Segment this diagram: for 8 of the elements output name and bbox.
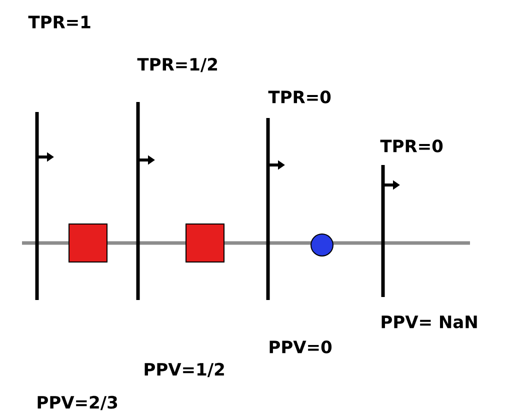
threshold-label: TPR=0 bbox=[268, 90, 331, 104]
threshold-label: TPR=0 bbox=[380, 140, 443, 152]
threshold-label: PPV= NaN bbox=[382, 316, 477, 328]
threshold-label: TPR=1 bbox=[28, 16, 90, 28]
threshold-label: PPV=2/3 bbox=[38, 396, 118, 410]
threshold-label: TPR=1/2 bbox=[137, 58, 217, 72]
threshold-label: PPV=1/2 bbox=[144, 362, 224, 378]
threshold-label: PPV=0 bbox=[270, 340, 332, 354]
